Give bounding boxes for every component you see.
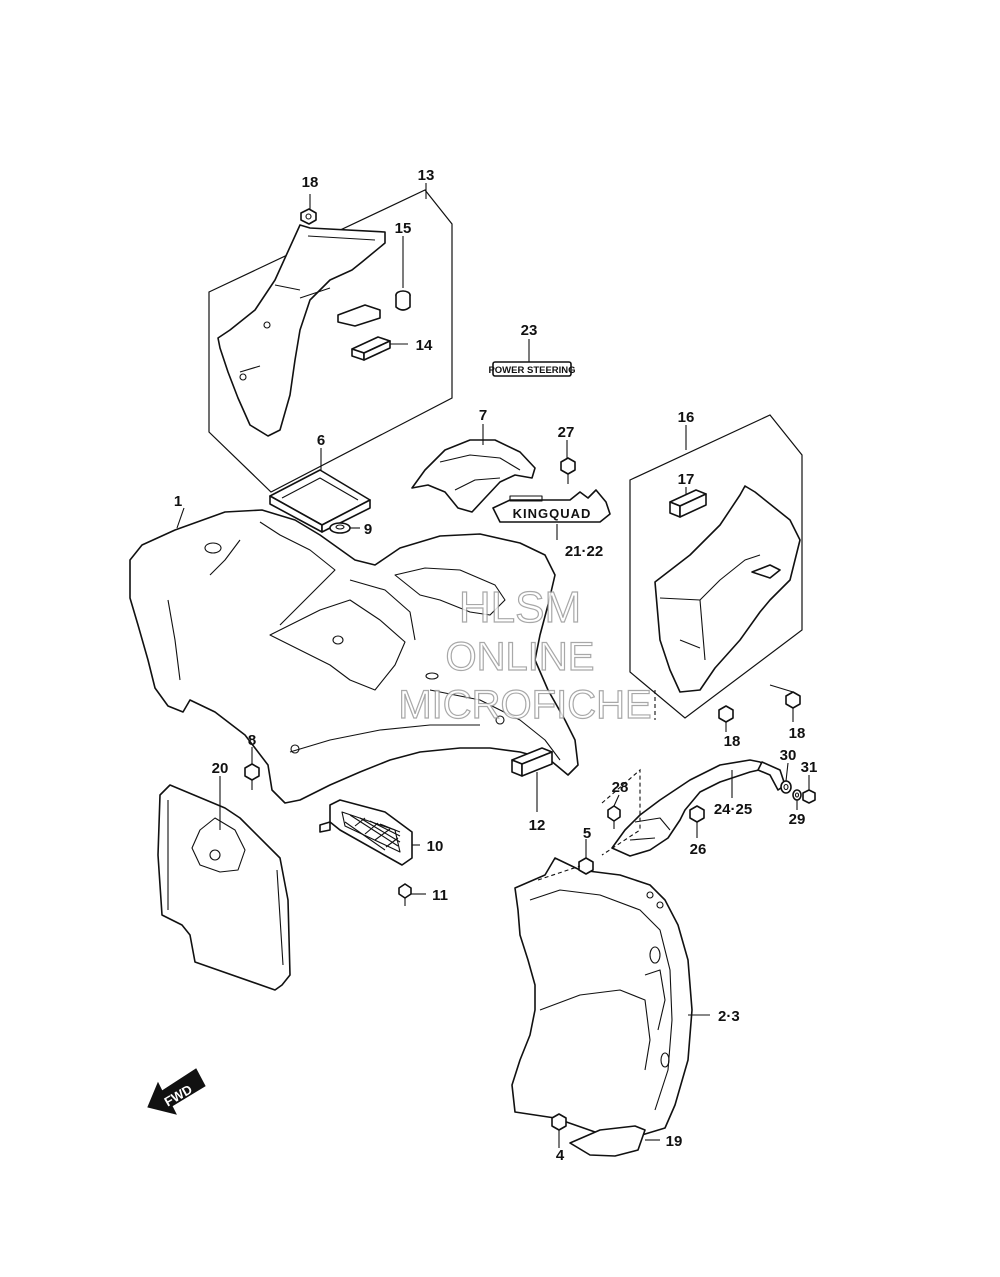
part-27-screw[interactable]: [560, 457, 576, 484]
part-5-bolt[interactable]: [578, 857, 594, 875]
watermark: HLSM ONLINE MICROFICHE: [398, 582, 653, 727]
part-14-pad[interactable]: [351, 336, 391, 361]
callout-18-middle: 18: [724, 733, 741, 750]
callout-1: 1: [174, 493, 182, 510]
callout-16: 16: [678, 409, 695, 426]
callout-labels: 1 2·3 4 5 6 7 8 9 10 11 12 13 14 15 16 1…: [174, 167, 818, 1164]
part-20-inner-cover[interactable]: [157, 784, 291, 991]
part-29-washer[interactable]: [792, 789, 802, 801]
callout-12: 12: [529, 817, 546, 834]
callout-9: 9: [364, 521, 372, 538]
callout-5: 5: [583, 825, 591, 842]
part-18-bolt-right[interactable]: [785, 691, 801, 709]
part-15-grommet[interactable]: [395, 290, 411, 311]
callout-27: 27: [558, 424, 575, 441]
callout-11: 11: [432, 887, 448, 904]
part-1-front-fender[interactable]: [129, 509, 579, 804]
part-21-22-kingquad-decal[interactable]: KINGQUAD: [492, 489, 611, 523]
part-10-grille[interactable]: [319, 799, 413, 866]
part-26-bolt[interactable]: [689, 805, 705, 823]
callout-31: 31: [801, 759, 818, 776]
part-13-side-panel[interactable]: [217, 224, 386, 437]
part-30-collar[interactable]: [780, 780, 792, 794]
part-28-screw[interactable]: [607, 805, 621, 829]
callout-8: 8: [248, 732, 256, 749]
part-23-power-steering-decal[interactable]: POWER STEERING: [488, 361, 576, 377]
callout-28: 28: [612, 779, 629, 796]
callout-14: 14: [416, 337, 433, 354]
part-9-grommet[interactable]: [329, 522, 351, 534]
callout-4: 4: [556, 1147, 565, 1164]
callout-18-top: 18: [302, 174, 319, 191]
part-7-handlebar-cover[interactable]: [411, 439, 536, 513]
clip-near-14: [337, 304, 381, 327]
part-4-bolt[interactable]: [551, 1113, 567, 1140]
leader-lines: [176, 183, 810, 1148]
callout-29: 29: [789, 811, 806, 828]
kingquad-decal-text: KINGQUAD: [513, 506, 592, 521]
watermark-line-2: ONLINE: [446, 635, 595, 679]
watermark-line-1: HLSM: [459, 583, 581, 632]
assembly-box-16: [629, 414, 803, 719]
part-17-pad[interactable]: [669, 489, 707, 518]
callout-2-3: 2·3: [718, 1008, 740, 1025]
part-12-pad[interactable]: [511, 747, 553, 777]
callout-19: 19: [666, 1133, 683, 1150]
watermark-line-3: MICROFICHE: [398, 683, 651, 727]
part-8-bolt[interactable]: [244, 763, 260, 790]
callout-13: 13: [418, 167, 435, 184]
callout-15: 15: [395, 220, 412, 237]
part-19-pad[interactable]: [569, 1125, 646, 1157]
power-steering-decal-text: POWER STEERING: [488, 365, 575, 376]
callout-23: 23: [521, 322, 538, 339]
callout-10: 10: [427, 838, 444, 855]
callout-17: 17: [678, 471, 695, 488]
callout-20: 20: [212, 760, 229, 777]
callout-7: 7: [479, 407, 487, 424]
part-2-3-mud-guard[interactable]: [511, 857, 693, 1139]
callout-26: 26: [690, 841, 707, 858]
part-31-bolt[interactable]: [802, 789, 816, 804]
part-16-side-panel[interactable]: [654, 485, 801, 693]
callout-18-right: 18: [789, 725, 806, 742]
part-24-25-guard[interactable]: [611, 759, 786, 857]
part-18-bolt-top[interactable]: [300, 208, 317, 225]
callout-6: 6: [317, 432, 325, 449]
part-18-bolt-middle[interactable]: [718, 705, 734, 723]
callout-24-25: 24·25: [714, 801, 752, 818]
callout-21-22: 21·22: [565, 543, 603, 560]
fwd-direction-marker: FWD: [147, 1068, 206, 1115]
assembly-box-13: [208, 189, 453, 493]
part-11-screw[interactable]: [398, 883, 412, 906]
callout-30: 30: [780, 747, 797, 764]
